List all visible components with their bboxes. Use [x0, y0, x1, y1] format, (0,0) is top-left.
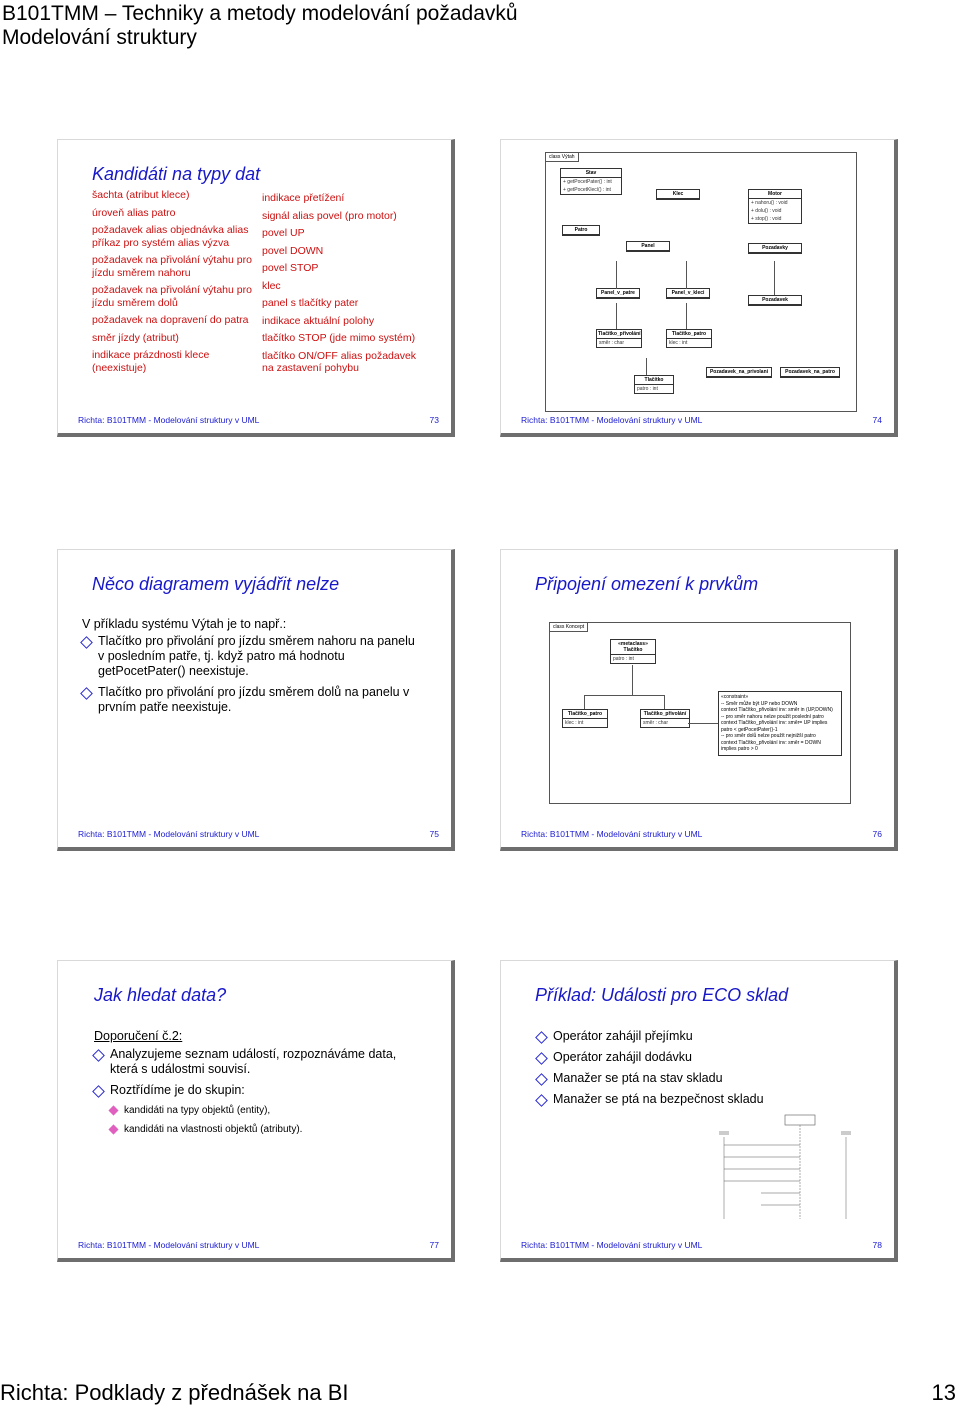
- slide-footer: Richta: B101TMM - Modelování struktury v…: [521, 415, 882, 425]
- class-pozadavek-na-patro: Pozadavek_na_patro: [780, 367, 840, 378]
- slide-footer: Richta: B101TMM - Modelování struktury v…: [78, 1240, 439, 1250]
- class-panel-v-kleci: Panel_v_kleci: [666, 288, 710, 299]
- generalization-line: [632, 665, 633, 695]
- slide-title: Kandidáti na typy dat: [92, 164, 261, 184]
- candidate: požadavek na dopravení do patra: [92, 314, 249, 326]
- left-column: šachta (atribut klece) úroveň alias patr…: [92, 189, 252, 379]
- sub-bullet-item: kandidáti na typy objektů (entity),: [92, 1104, 422, 1117]
- candidate: požadavek na přivolání výtahu pro jízdu …: [92, 254, 252, 279]
- slide-78: Příklad: Události pro ECO sklad Operátor…: [500, 960, 898, 1262]
- generalization-line: [646, 358, 647, 375]
- constraint-line: [688, 723, 718, 724]
- slide-77: Jak hledat data? Doporučení č.2: Analyzu…: [57, 960, 455, 1262]
- generalization-line: [664, 695, 665, 709]
- frame-label: class Výtah: [546, 153, 579, 162]
- class-patro: Patro: [562, 225, 600, 236]
- doc-page-number: 13: [931, 1380, 956, 1405]
- association-line: [686, 303, 687, 329]
- bullet-item: Operátor zahájil dodávku: [535, 1050, 875, 1065]
- doc-footer-note: Richta: Podklady z přednášek na BI: [0, 1380, 349, 1405]
- slide-title: Něco diagramem vyjádřit nelze: [92, 574, 340, 594]
- slide-74: class Výtah Stav+ getPocetPater() : int+…: [500, 139, 898, 437]
- candidate: tlačítko ON/OFF alias požadavek na zasta…: [262, 349, 417, 375]
- association-line: [686, 261, 687, 289]
- class-pozadavek-na-privolani: Pozadavek_na_privolani: [706, 367, 772, 378]
- bullet-item: Tlačítko pro přivolání pro jízdu směrem …: [80, 685, 420, 715]
- association-line: [774, 261, 775, 295]
- candidate: klec: [262, 279, 281, 292]
- bullet-list: Analyzujeme seznam událostí, rozpoznávám…: [92, 1047, 422, 1142]
- sub-bullet-item: kandidáti na vlastnosti objektů (atribut…: [92, 1123, 422, 1136]
- slide-75: Něco diagramem vyjádřit nelze V příkladu…: [57, 549, 455, 851]
- slide-title: Příklad: Události pro ECO sklad: [535, 985, 789, 1005]
- candidate: indikace prázdnosti klece (neexistuje): [92, 349, 210, 374]
- candidate: požadavek na přivolání výtahu pro jízdu …: [92, 284, 252, 309]
- class-panel-v-patre: Panel_v_patre: [596, 288, 640, 299]
- section-heading: Doporučení č.2:: [94, 1029, 183, 1043]
- bullet-list: Tlačítko pro přivolání pro jízdu směrem …: [80, 634, 420, 721]
- generalization-line: [584, 695, 664, 696]
- slide-76: Připojení omezení k prvkům class Koncept…: [500, 549, 898, 851]
- slide-title: Jak hledat data?: [94, 985, 227, 1005]
- candidate: úroveň alias patro: [92, 206, 176, 219]
- sequence-diagram-thumbnail: [719, 1114, 851, 1219]
- candidate: panel s tlačítky pater: [262, 297, 359, 309]
- class-stav: Stav+ getPocetPater() : int+ getPocetKle…: [560, 168, 622, 195]
- slide-footer: Richta: B101TMM - Modelování struktury v…: [78, 415, 439, 425]
- candidate: indikace přetížení: [262, 192, 345, 204]
- association-line: [616, 261, 617, 289]
- candidate: povel UP: [262, 227, 305, 239]
- candidate: požadavek alias objednávka alias příkaz …: [92, 224, 249, 249]
- doc-header-line1: B101TMM – Techniky a metody modelování p…: [2, 2, 518, 25]
- constraint-note: «constraint»-- Směr může být UP nebo DOW…: [718, 691, 842, 756]
- right-column: indikace přetížení signál alias povel (p…: [262, 192, 422, 380]
- bullet-item: Tlačítko pro přivolání pro jízdu směrem …: [80, 634, 420, 679]
- class-pozadavky: Pozadavky: [748, 243, 802, 254]
- bullet-item: Analyzujeme seznam událostí, rozpoznávám…: [92, 1047, 422, 1077]
- slide-title: Připojení omezení k prvkům: [535, 574, 759, 594]
- bullet-item: Roztřídíme je do skupin:: [92, 1083, 422, 1098]
- slide-footer: Richta: B101TMM - Modelování struktury v…: [521, 829, 882, 839]
- slide-footer: Richta: B101TMM - Modelování struktury v…: [521, 1240, 882, 1250]
- slide-73: Kandidáti na typy dat šachta (atribut kl…: [57, 139, 455, 437]
- candidate: signál alias povel (pro motor): [262, 209, 397, 222]
- bullet-item: Operátor zahájil přejímku: [535, 1029, 875, 1044]
- candidate: povel DOWN: [262, 244, 324, 257]
- candidate: indikace aktuální polohy: [262, 314, 375, 327]
- class-klec: Klec: [656, 189, 700, 200]
- candidate: šachta (atribut klece): [92, 189, 190, 201]
- candidate: tlačítko STOP (jde mimo systém): [262, 332, 416, 344]
- association-line: [616, 303, 617, 329]
- doc-header-line2: Modelování struktury: [2, 26, 197, 49]
- class-motor: Motor+ nahoru() : void+ dolu() : void+ s…: [748, 189, 802, 224]
- candidate: povel STOP: [262, 262, 319, 274]
- class-panel: Panel: [626, 241, 670, 252]
- uml-frame: class Výtah Stav+ getPocetPater() : int+…: [545, 152, 857, 412]
- bullet-list: Operátor zahájil přejímku Operátor zaháj…: [535, 1029, 875, 1113]
- intro-text: V příkladu systému Výtah je to např.:: [82, 617, 287, 631]
- generalization-line: [584, 695, 585, 709]
- slide-footer: Richta: B101TMM - Modelování struktury v…: [78, 829, 439, 839]
- frame-label: class Koncept: [550, 623, 589, 632]
- bullet-item: Manažer se ptá na stav skladu: [535, 1071, 875, 1086]
- class-pozadavek: Pozadavek: [748, 295, 802, 306]
- bullet-item: Manažer se ptá na bezpečnost skladu: [535, 1092, 875, 1107]
- candidate: směr jízdy (atribut): [92, 331, 179, 344]
